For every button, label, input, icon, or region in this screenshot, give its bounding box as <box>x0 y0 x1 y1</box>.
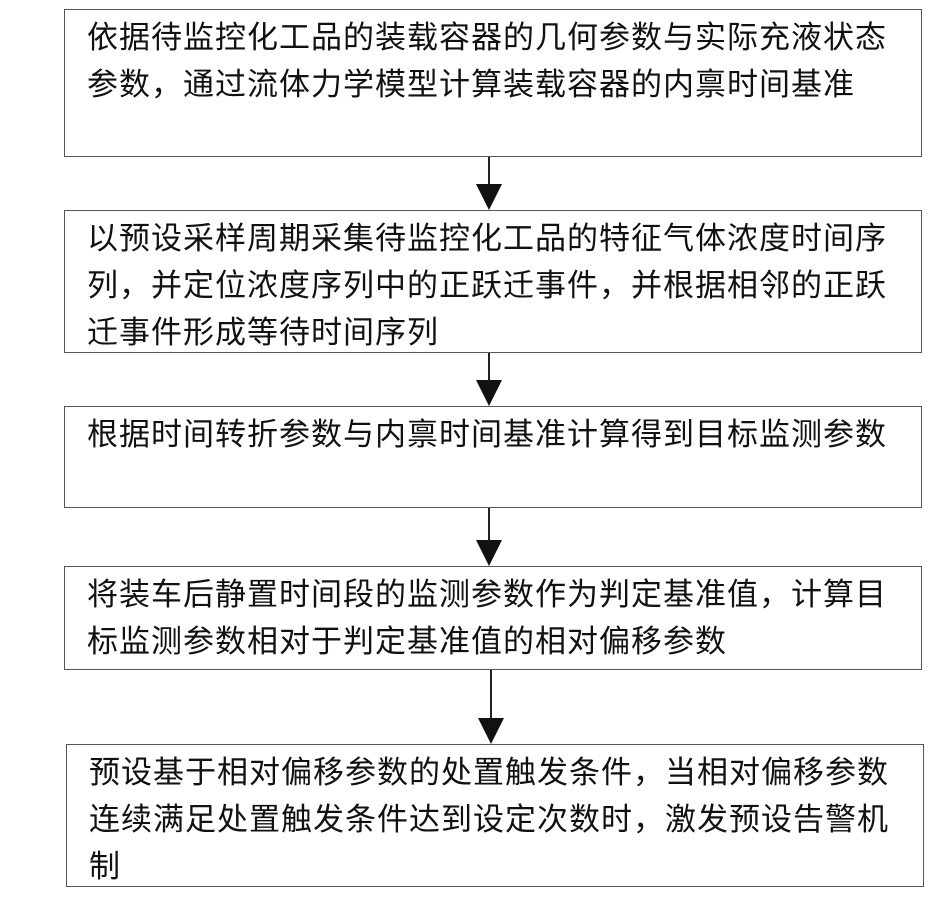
arrow-head-icon-1 <box>476 184 502 210</box>
step-box-3: 根据时间转折参数与内禀时间基准计算得到目标监测参数 <box>64 406 922 508</box>
arrow-shaft-2 <box>488 353 490 383</box>
step-text-2: 以预设采样周期采集待监控化工品的特征气体浓度时间序列，并定位浓度序列中的正跃迁事… <box>87 221 887 351</box>
arrow-shaft-1 <box>488 157 490 187</box>
arrow-down-1 <box>476 157 502 210</box>
arrow-shaft-3 <box>488 508 490 542</box>
arrow-head-icon-4 <box>478 718 504 744</box>
step-text-5: 预设基于相对偏移参数的处置触发条件，当相对偏移参数连续满足处置触发条件达到设定次… <box>89 755 889 885</box>
step-text-1: 依据待监控化工品的装载容器的几何参数与实际充液状态参数，通过流体力学模型计算装载… <box>87 20 887 103</box>
arrow-down-3 <box>476 508 502 566</box>
arrow-down-2 <box>476 353 502 406</box>
step-box-1: 依据待监控化工品的装载容器的几何参数与实际充液状态参数，通过流体力学模型计算装载… <box>64 9 922 157</box>
step-text-3: 根据时间转折参数与内禀时间基准计算得到目标监测参数 <box>87 417 887 453</box>
step-box-4: 将装车后静置时间段的监测参数作为判定基准值，计算目标监测参数相对于判定基准值的相… <box>64 566 922 670</box>
step-box-5: 预设基于相对偏移参数的处置触发条件，当相对偏移参数连续满足处置触发条件达到设定次… <box>66 744 924 887</box>
step-box-2: 以预设采样周期采集待监控化工品的特征气体浓度时间序列，并定位浓度序列中的正跃迁事… <box>64 210 922 353</box>
step-text-4: 将装车后静置时间段的监测参数作为判定基准值，计算目标监测参数相对于判定基准值的相… <box>87 577 887 660</box>
arrow-head-icon-2 <box>476 380 502 406</box>
arrow-down-4 <box>478 670 504 744</box>
arrow-shaft-4 <box>490 670 492 720</box>
arrow-head-icon-3 <box>476 540 502 566</box>
